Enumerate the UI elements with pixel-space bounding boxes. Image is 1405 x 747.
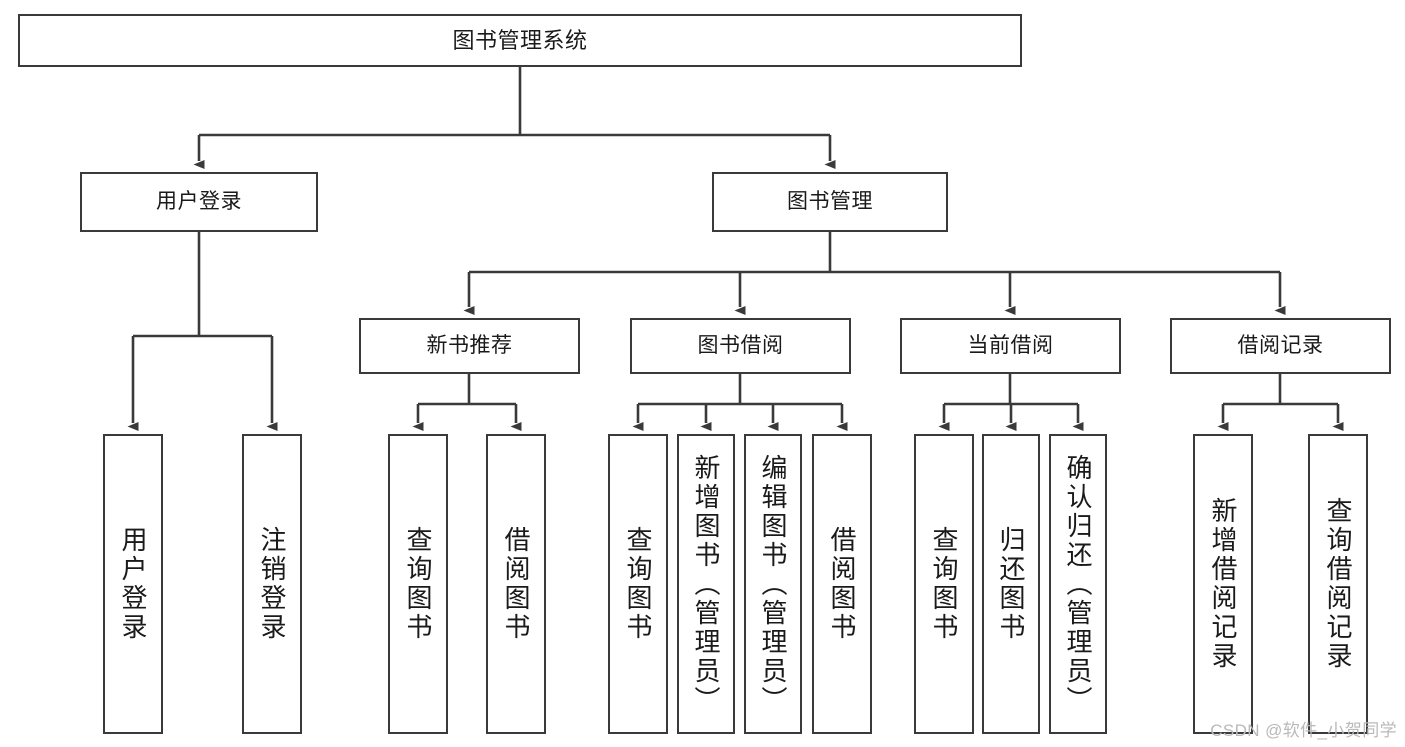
node-borrow-record-label: 借阅记录	[1237, 333, 1324, 357]
leaf-borrow-book-rec-label: 借阅图书	[501, 526, 531, 642]
node-root[interactable]: 图书管理系统	[18, 14, 1022, 67]
node-current-borrow[interactable]: 当前借阅	[900, 318, 1121, 374]
leaf-add-record-label: 新增借阅记录	[1208, 497, 1238, 671]
leaf-query-book-rec[interactable]: 查询图书	[388, 434, 448, 734]
node-new-book-recommend[interactable]: 新书推荐	[359, 318, 580, 374]
leaf-return-book[interactable]: 归还图书	[982, 434, 1040, 734]
node-user-login-label: 用户登录	[156, 189, 242, 213]
leaf-confirm-return-label: 确认归还（管理员）	[1063, 453, 1093, 715]
leaf-confirm-return[interactable]: 确认归还（管理员）	[1049, 434, 1107, 734]
leaf-query-book-borrow-label: 查询图书	[623, 526, 653, 642]
node-borrow-record[interactable]: 借阅记录	[1170, 318, 1391, 374]
watermark-text: CSDN @软件_小贺同学	[1210, 721, 1397, 740]
leaf-borrow-book-rec[interactable]: 借阅图书	[486, 434, 546, 734]
node-current-borrow-label: 当前借阅	[967, 333, 1054, 357]
node-book-manage[interactable]: 图书管理	[712, 172, 948, 232]
leaf-query-record-label: 查询借阅记录	[1323, 497, 1353, 671]
leaf-edit-book-label: 编辑图书（管理员）	[758, 453, 788, 715]
leaf-query-book-borrow[interactable]: 查询图书	[608, 434, 668, 734]
leaf-borrow-book[interactable]: 借阅图书	[812, 434, 872, 734]
leaf-borrow-book-label: 借阅图书	[827, 526, 857, 642]
node-book-borrow[interactable]: 图书借阅	[630, 318, 851, 374]
node-new-book-recommend-label: 新书推荐	[426, 333, 513, 357]
node-root-label: 图书管理系统	[452, 27, 588, 53]
leaf-query-book-rec-label: 查询图书	[403, 526, 433, 642]
node-user-login[interactable]: 用户登录	[80, 172, 318, 232]
leaf-return-book-label: 归还图书	[996, 526, 1026, 642]
leaf-add-book-label: 新增图书（管理员）	[691, 453, 721, 715]
node-book-borrow-label: 图书借阅	[697, 333, 784, 357]
leaf-query-book-cur[interactable]: 查询图书	[914, 434, 974, 734]
leaf-user-login[interactable]: 用户登录	[103, 434, 163, 734]
leaf-edit-book[interactable]: 编辑图书（管理员）	[744, 434, 802, 734]
node-book-manage-label: 图书管理	[787, 189, 873, 213]
leaf-query-record[interactable]: 查询借阅记录	[1308, 434, 1368, 734]
leaf-user-login-label: 用户登录	[118, 526, 148, 642]
leaf-user-logout-label: 注销登录	[257, 526, 287, 642]
leaf-query-book-cur-label: 查询图书	[929, 526, 959, 642]
leaf-add-book[interactable]: 新增图书（管理员）	[677, 434, 735, 734]
leaf-add-record[interactable]: 新增借阅记录	[1193, 434, 1253, 734]
leaf-user-logout[interactable]: 注销登录	[242, 434, 302, 734]
